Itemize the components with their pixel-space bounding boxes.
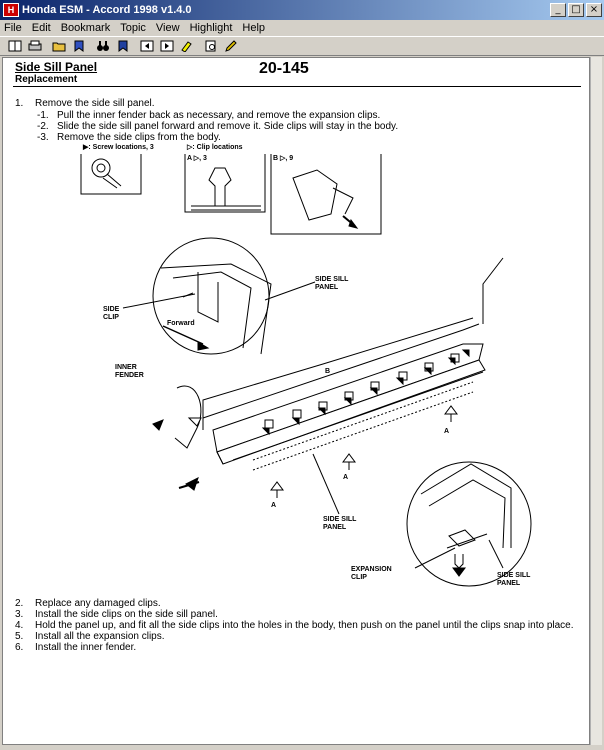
highlight-icon[interactable]	[178, 38, 196, 54]
section-title: Side Sill Panel	[15, 60, 98, 74]
clip-locations-label: ▷: Clip locations	[187, 144, 243, 151]
substep-text: Pull the inner fender back as necessary,…	[57, 110, 381, 121]
step-text: Remove the side sill panel.	[35, 98, 155, 109]
step-number: 3.	[15, 609, 24, 620]
book-icon[interactable]	[6, 38, 24, 54]
document-page: Side Sill Panel Replacement 20-145 1. Rem…	[2, 57, 590, 745]
substep-number: -2.	[37, 121, 49, 132]
honda-app-icon[interactable]: H	[3, 3, 19, 17]
step-text: Hold the panel up, and fit all the side …	[35, 620, 574, 631]
substep-2: -2. Slide the side sill panel forward and…	[37, 121, 398, 132]
side-sill-panel-label-1: SIDE SILL PANEL	[315, 276, 349, 291]
substep-number: -1.	[37, 110, 49, 121]
back-icon[interactable]	[138, 38, 156, 54]
clip-b-label: B ▷, 9	[273, 155, 294, 162]
menu-help[interactable]: Help	[242, 22, 266, 34]
menu-bar: File Edit Bookmark Topic View Highlight …	[0, 20, 604, 36]
section-subtitle: Replacement	[15, 74, 78, 85]
side-sill-panel-label-3: SIDE SILL PANEL	[497, 572, 531, 587]
label-b: B	[325, 368, 331, 375]
substep-number: -3.	[37, 132, 49, 143]
pencil-icon[interactable]	[222, 38, 240, 54]
step-3: 3. Install the side clips on the side sil…	[15, 609, 218, 620]
close-icon[interactable]: ×	[586, 3, 602, 17]
menu-highlight[interactable]: Highlight	[189, 22, 233, 34]
menu-topic[interactable]: Topic	[120, 22, 146, 34]
step-number: 5.	[15, 631, 24, 642]
substep-3: -3. Remove the side clips from the body.	[37, 132, 221, 143]
side-clip-label: SIDE CLIP	[103, 306, 120, 321]
vertical-scrollbar[interactable]	[590, 57, 602, 745]
search-page-icon[interactable]	[202, 38, 220, 54]
side-sill-panel-label-2: SIDE SILL PANEL	[323, 516, 357, 531]
step-5: 5. Install all the expansion clips.	[15, 631, 165, 642]
expansion-clip-label: EXPANSION CLIP	[351, 566, 392, 581]
find-next-icon[interactable]	[114, 38, 132, 54]
toolbar	[0, 36, 604, 56]
step-number: 4.	[15, 620, 24, 631]
window-title: Honda ESM - Accord 1998 v1.4.0	[22, 4, 192, 16]
header-rule	[13, 86, 581, 87]
clip-a-label: A ▷, 3	[187, 155, 207, 162]
forward-label: Forward	[167, 320, 195, 327]
step-6: 6. Install the inner fender.	[15, 642, 136, 653]
substep-text: Remove the side clips from the body.	[57, 132, 221, 143]
title-bar: H Honda ESM - Accord 1998 v1.4.0 _ □ ×	[0, 0, 604, 20]
step-1: 1. Remove the side sill panel.	[15, 98, 155, 109]
inner-fender-label: INNER FENDER	[115, 364, 144, 379]
menu-view[interactable]: View	[155, 22, 180, 34]
page-number: 20-145	[259, 60, 309, 77]
print-icon[interactable]	[26, 38, 44, 54]
step-number: 1.	[15, 98, 24, 109]
bookmark-icon[interactable]	[70, 38, 88, 54]
label-a-3: A	[444, 428, 450, 435]
menu-file[interactable]: File	[4, 22, 22, 34]
label-a-1: A	[271, 502, 277, 509]
step-text: Install the inner fender.	[35, 642, 137, 653]
step-text: Install all the expansion clips.	[35, 631, 165, 642]
step-text: Install the side clips on the side sill …	[35, 609, 218, 620]
step-number: 2.	[15, 598, 24, 609]
step-number: 6.	[15, 642, 24, 653]
menu-edit[interactable]: Edit	[31, 22, 51, 34]
forward-icon[interactable]	[158, 38, 176, 54]
step-2: 2. Replace any damaged clips.	[15, 598, 161, 609]
substep-1: -1. Pull the inner fender back as necessa…	[37, 110, 380, 121]
label-a-2: A	[343, 474, 349, 481]
substep-text: Slide the side sill panel forward and re…	[57, 121, 399, 132]
menu-bookmark[interactable]: Bookmark	[60, 22, 111, 34]
side-sill-illustration	[80, 154, 532, 587]
binoculars-icon[interactable]	[94, 38, 112, 54]
step-4: 4. Hold the panel up, and fit all the sid…	[15, 620, 574, 631]
maximize-icon[interactable]: □	[568, 3, 584, 17]
minimize-icon[interactable]: _	[550, 3, 566, 17]
step-text: Replace any damaged clips.	[35, 598, 161, 609]
open-folder-icon[interactable]	[50, 38, 68, 54]
screw-locations-label: ▶: Screw locations, 3	[83, 144, 154, 151]
